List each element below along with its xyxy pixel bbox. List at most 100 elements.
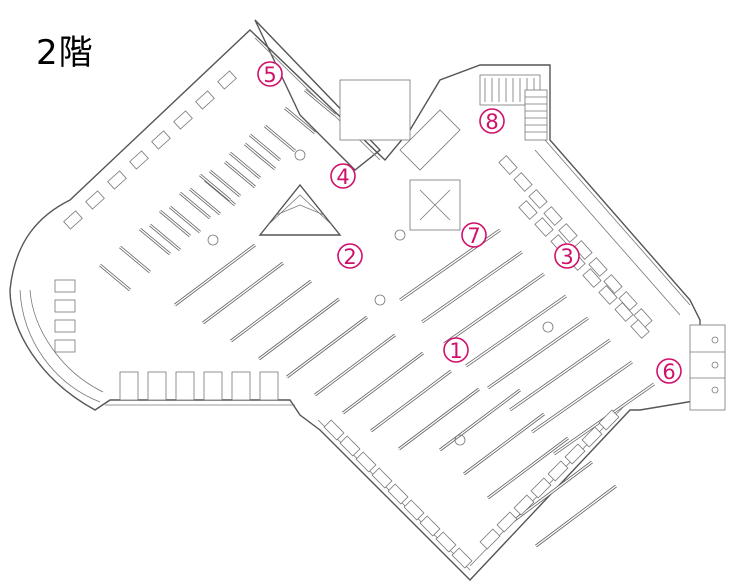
bookshelf-inner xyxy=(443,273,545,345)
area-marker-2[interactable]: 2 xyxy=(337,243,363,269)
desk xyxy=(479,528,501,550)
desk xyxy=(54,339,76,353)
bookshelf-inner xyxy=(398,388,480,450)
desk xyxy=(355,451,377,473)
floor-label: 2階 xyxy=(36,33,94,73)
column-pillar xyxy=(454,434,466,446)
desk xyxy=(107,170,127,190)
desk xyxy=(195,90,215,110)
column-pillar xyxy=(374,294,386,306)
bookshelf-inner xyxy=(159,210,191,237)
bookshelf-inner xyxy=(199,174,231,201)
stair-core xyxy=(258,74,548,236)
desk xyxy=(598,285,618,305)
area-marker-4[interactable]: 4 xyxy=(330,163,356,189)
desk xyxy=(54,299,76,313)
desk xyxy=(564,443,586,465)
bookshelf-inner xyxy=(314,334,396,396)
restroom-block xyxy=(689,324,726,411)
desk xyxy=(371,467,393,489)
area-markers: 1 2 3 4 5 6 7 8 xyxy=(257,61,682,384)
bookshelf-inner xyxy=(139,228,171,255)
area-number-8: 8 xyxy=(485,110,498,134)
bookshelf-inner xyxy=(149,224,181,251)
bookshelf-inner xyxy=(370,370,452,432)
desk xyxy=(451,547,473,569)
bookshelves-central xyxy=(174,228,655,548)
desk xyxy=(419,515,441,537)
bookshelf-inner xyxy=(284,107,316,134)
area-marker-8[interactable]: 8 xyxy=(479,108,505,134)
bookshelf-inner xyxy=(99,264,131,291)
bookshelf-inner xyxy=(439,389,521,451)
bookshelf-inner xyxy=(119,246,151,273)
area-number-6: 6 xyxy=(662,360,675,384)
area-number-3: 3 xyxy=(560,245,573,269)
desk xyxy=(173,110,193,130)
bookshelf-inner xyxy=(169,206,201,233)
area-number-7: 7 xyxy=(467,224,480,248)
bookshelf-inner xyxy=(264,125,296,152)
bookshelf-inner xyxy=(209,170,241,197)
bookshelf-inner xyxy=(202,262,284,324)
desk xyxy=(217,70,237,90)
desk xyxy=(528,189,548,209)
bookshelf-inner xyxy=(304,89,336,116)
bookshelf-inner xyxy=(421,251,523,323)
bookshelf-inner xyxy=(174,244,256,306)
area-marker-1[interactable]: 1 xyxy=(443,337,469,363)
area-marker-6[interactable]: 6 xyxy=(656,358,682,384)
desk xyxy=(387,483,409,505)
column-pillar xyxy=(394,229,406,241)
desk xyxy=(614,302,634,322)
area-number-4: 4 xyxy=(336,165,349,189)
area-marker-7[interactable]: 7 xyxy=(461,222,487,248)
area-marker-3[interactable]: 3 xyxy=(554,243,580,269)
bookshelf-inner xyxy=(342,352,424,414)
bookshelf-inner xyxy=(463,413,545,475)
bookshelf-inner xyxy=(487,437,569,499)
desk xyxy=(547,460,569,482)
desks-perimeter xyxy=(54,70,653,569)
bookshelf-inner xyxy=(535,485,617,547)
column-pillar xyxy=(207,234,219,246)
desk xyxy=(323,419,345,441)
bookshelves-west xyxy=(99,88,336,292)
desk xyxy=(543,206,563,226)
desk xyxy=(598,409,620,431)
desk xyxy=(513,494,535,516)
area-number-1: 1 xyxy=(449,339,462,363)
desk xyxy=(518,200,538,220)
desk xyxy=(129,150,149,170)
desk xyxy=(339,435,361,457)
bookshelf-inner xyxy=(230,280,312,342)
desk xyxy=(54,319,76,333)
desk xyxy=(498,155,518,175)
area-number-5: 5 xyxy=(263,63,276,87)
bookshelf-inner xyxy=(511,461,593,523)
bookshelf-inner xyxy=(179,192,211,219)
desk xyxy=(603,274,623,294)
desk xyxy=(85,190,105,210)
desk xyxy=(534,217,554,237)
bookshelf-inner xyxy=(224,161,256,188)
desk xyxy=(435,531,457,553)
desk xyxy=(54,279,76,293)
bookshelf-inner xyxy=(258,298,340,360)
area-number-2: 2 xyxy=(343,245,356,269)
desk xyxy=(630,319,650,339)
desk xyxy=(63,210,83,230)
desk xyxy=(581,426,603,448)
bookshelf-inner xyxy=(244,143,276,170)
bookshelf-inner xyxy=(487,317,589,389)
desk xyxy=(582,268,602,288)
desk xyxy=(403,499,425,521)
column-pillar xyxy=(294,149,306,161)
bookshelf-inner xyxy=(286,316,368,378)
area-marker-5[interactable]: 5 xyxy=(257,61,283,87)
bookshelf-inner xyxy=(531,361,633,433)
desk xyxy=(496,511,518,533)
desk xyxy=(513,172,533,192)
bookshelf-inner xyxy=(249,134,281,161)
